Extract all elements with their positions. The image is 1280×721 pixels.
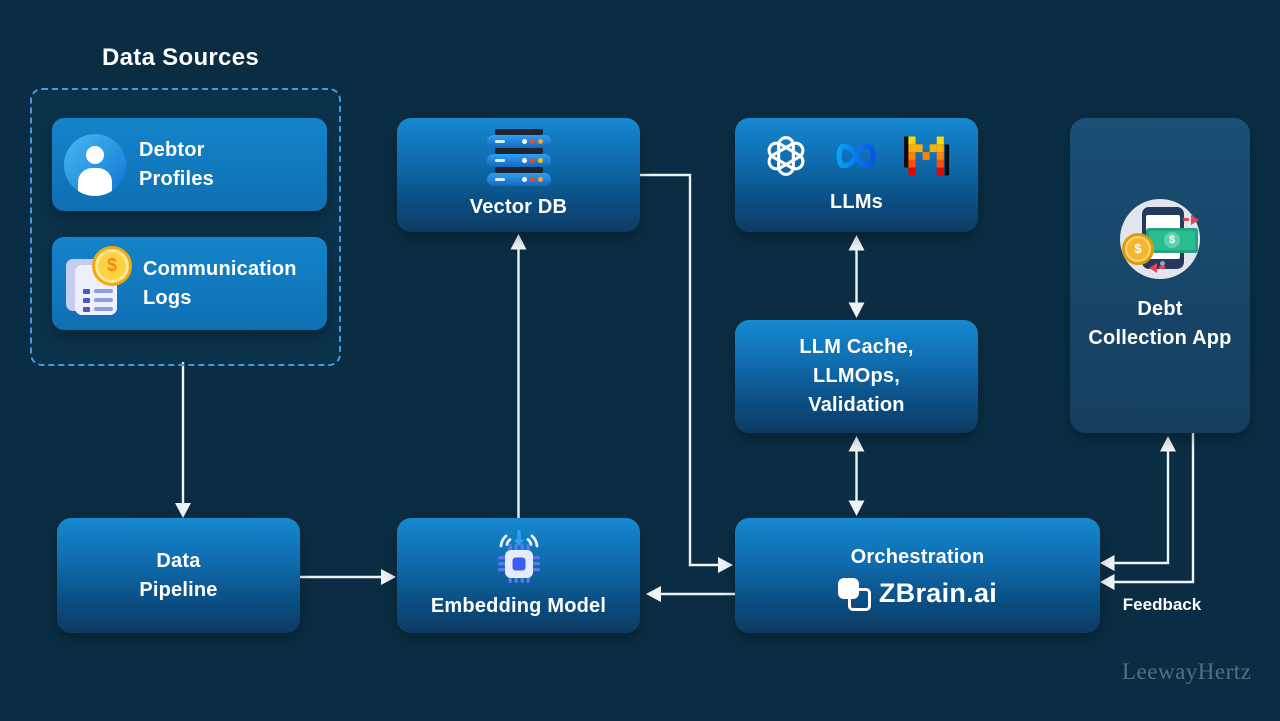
node-label: Data Pipeline (139, 547, 217, 605)
llm-logos (764, 134, 950, 178)
money-bill-icon: $ (1146, 227, 1198, 253)
arrowhead-right (381, 569, 396, 585)
documents-coin-icon: $ (64, 245, 132, 317)
arrowhead-up (848, 436, 865, 452)
server-stack-icon (486, 128, 551, 186)
arrowhead-left (1100, 555, 1115, 571)
label-line: Debt (1137, 297, 1183, 320)
node-label: Vector DB (469, 195, 568, 218)
node-label: Debtor Profiles (139, 136, 214, 194)
node-label: Embedding Model (430, 595, 607, 617)
node-debtor-profiles: Debtor Profiles (52, 118, 327, 211)
leewayhertz-watermark: LeewayHertz (1122, 659, 1252, 684)
connector-orchestration-debtapp (1114, 451, 1170, 565)
node-communication-logs: $ Communication Logs (52, 237, 327, 330)
arrowhead-left (1100, 574, 1115, 590)
dollar-coin-icon: $ (1122, 232, 1154, 265)
meta-logo (836, 143, 875, 168)
user-icon (64, 133, 126, 196)
data-sources-title: Data Sources (102, 44, 259, 71)
node-label: Orchestration (850, 545, 985, 568)
zbrain-brand: ZBrain.ai (837, 577, 998, 611)
chip-icon (497, 530, 540, 583)
arrowhead-right (718, 557, 733, 573)
label-line: Logs (143, 286, 192, 309)
arrowhead-left (646, 586, 661, 602)
zbrain-wordmark: ZBrain.ai (878, 577, 998, 608)
user-icon-body (78, 167, 112, 196)
arrowhead-down (848, 302, 865, 318)
label-line: Pipeline (139, 578, 218, 601)
label-line: Collection App (1088, 326, 1232, 349)
node-llm-cache: LLM Cache, LLMOps, Validation (735, 320, 978, 433)
connector-vectordb-orchestration (640, 173, 718, 567)
label-line: Profiles (139, 167, 214, 190)
arrowhead-down (848, 500, 865, 516)
label-line: Data (156, 549, 201, 572)
mistral-logo (903, 136, 949, 175)
transfer-arrow-left (1144, 262, 1165, 273)
transfer-arrow-right (1183, 214, 1204, 225)
node-vector-db: Vector DB (397, 118, 640, 232)
phone-money-icon: $ $ (1120, 198, 1200, 279)
label-line: Communication (143, 257, 297, 280)
node-label: LLMs (829, 190, 884, 213)
label-line: Validation (808, 394, 905, 416)
node-embedding-model: Embedding Model (397, 518, 640, 633)
bill-dollar: $ (1164, 232, 1180, 248)
node-llms: LLMs (735, 118, 978, 232)
label-line: LLM Cache, (799, 336, 914, 358)
dollar-coin-icon: $ (92, 245, 132, 286)
node-orchestration: Orchestration ZBrain.ai (735, 518, 1100, 633)
node-label: Communication Logs (143, 255, 297, 313)
label-line: LLMOps, (813, 365, 900, 387)
node-data-pipeline: Data Pipeline (57, 518, 300, 633)
user-icon-head (86, 145, 104, 164)
openai-logo (767, 135, 804, 176)
label-line: Debtor (139, 138, 205, 161)
arrowhead-up (848, 235, 865, 251)
feedback-label: Feedback (1122, 595, 1202, 614)
node-label: Debt Collection App (1088, 295, 1231, 353)
node-label: LLM Cache, LLMOps, Validation (799, 333, 913, 420)
arrowhead-down (175, 503, 191, 518)
node-debt-collection-app: $ $ Debt Collection App (1070, 118, 1250, 433)
connector-debtapp-feedback (1114, 433, 1195, 584)
arrowhead-up (510, 234, 527, 250)
arrowhead-up (1160, 436, 1176, 452)
zbrain-logo (837, 577, 871, 611)
